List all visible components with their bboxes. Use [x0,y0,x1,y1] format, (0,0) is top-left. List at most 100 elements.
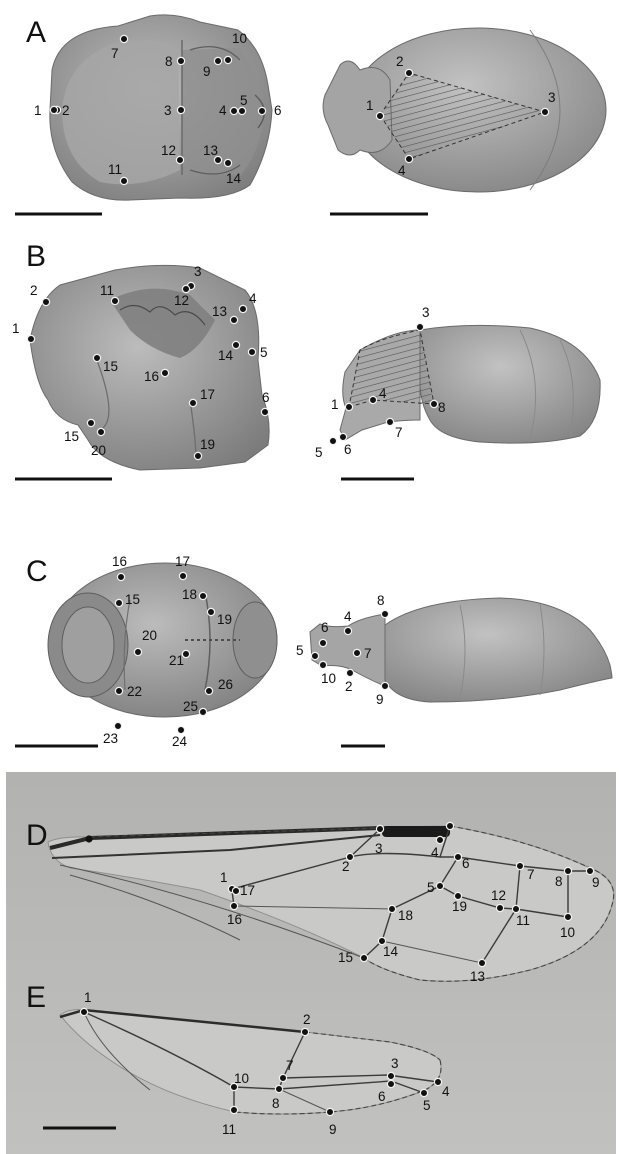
landmark-a-thorax-8 [177,57,184,64]
landmark-b-thorax-5 [248,348,255,355]
landmark-e-9 [326,1108,333,1115]
landmark-label: 19 [452,899,467,914]
panel-e-letter: E [26,981,46,1014]
landmark-label: 14 [226,171,242,186]
landmark-b-thorax-16 [93,354,100,361]
panel-d-letter: D [26,819,48,852]
landmark-label: 15 [103,359,118,374]
landmark-label: 3 [548,90,556,105]
landmark-label: 1 [12,321,20,336]
landmark-label: 4 [344,609,352,624]
landmark-label: 1 [220,870,228,885]
landmark-c-gaster-5 [311,652,318,659]
landmark-label: 6 [321,620,329,635]
landmark-d-15 [360,954,367,961]
landmark-b-gaster-4 [369,396,376,403]
landmark-d-12 [496,904,503,911]
landmark-label: 19 [200,437,215,452]
landmark-label: 1 [331,397,339,412]
landmark-c-thorax-20 [134,648,141,655]
landmark-label: 15 [338,950,353,965]
landmark-label: 1 [84,990,92,1005]
landmark-label: 22 [127,684,142,699]
landmark-label: 5 [260,345,268,360]
landmark-b-thorax-1 [27,335,34,342]
landmark-d-16 [230,902,237,909]
forewing-anchor-dot [85,835,92,842]
landmark-label: 6 [462,856,470,871]
landmark-d-7 [516,862,523,869]
landmark-a-thorax-11 [120,177,127,184]
landmark-label: 4 [442,1084,450,1099]
landmark-e-7 [279,1074,286,1081]
landmark-label: 10 [560,925,575,940]
landmark-label: 18 [398,908,413,923]
landmark-a-thorax-10 [224,56,231,63]
landmark-label: 1 [366,98,374,113]
landmark-a-thorax-2 [50,106,57,113]
landmark-b-thorax-13 [230,316,237,323]
landmark-a-thorax-5 [238,107,245,114]
landmark-a-thorax-14 [224,159,231,166]
landmark-label: 5 [315,445,323,460]
landmark-d-11 [512,905,519,912]
landmark-c-gaster-10 [319,661,326,668]
landmark-label: 12 [161,143,176,158]
landmark-a-thorax-9 [214,57,221,64]
landmark-label: 2 [30,283,38,298]
landmark-label: 16 [144,369,159,384]
landmark-b-gaster-1 [345,403,352,410]
landmark-e-8 [275,1085,282,1092]
landmark-label: 3 [422,305,430,320]
landmark-label: 17 [175,554,190,569]
landmark-a-thorax-12 [176,156,183,163]
landmark-label: 21 [169,653,184,668]
landmark-label: 4 [431,845,439,860]
landmark-b-thorax-18 [189,399,196,406]
landmark-label: 8 [438,400,446,415]
landmark-label: 8 [272,1096,280,1111]
landmark-label: 2 [345,679,353,694]
landmark-label: 4 [379,386,387,401]
landmark-b-thorax-19 [194,452,201,459]
landmark-d-17 [232,887,239,894]
landmark-b-gaster-6 [339,433,346,440]
wing-photograph: D 3 4 2 6 7 8 9 1 17 5 19 12 [6,772,616,1154]
panel-c-letter: C [26,555,48,588]
landmark-label: 4 [249,291,257,306]
landmark-label: 9 [203,64,211,79]
landmark-label: 8 [165,54,173,69]
landmark-b-thorax-2 [42,298,49,305]
landmark-label: 14 [383,944,399,959]
landmark-a-thorax-3 [177,106,184,113]
landmark-c-thorax-23 [114,722,121,729]
panel-a-letter: A [26,16,46,49]
landmark-c-gaster-4 [344,627,351,634]
landmark-label: 11 [222,1122,236,1137]
landmark-b-thorax-14 [232,341,239,348]
landmark-label: 7 [364,646,372,661]
landmark-e-5 [420,1089,427,1096]
landmark-b-thorax-20 [97,428,104,435]
panel-c: C 16 17 18 15 19 20 21 22 [15,554,612,749]
landmark-label: 7 [286,1058,294,1073]
landmark-c-gaster-9 [381,682,388,689]
landmark-label: 4 [219,103,227,118]
landmark-a-petiole-1 [376,112,383,119]
landmark-b-thorax-6 [261,408,268,415]
landmark-label: 4 [398,163,406,178]
pterostigma [382,826,450,837]
panel-b: B 3 12 2 11 4 13 1 14 5 15 [12,240,600,479]
landmark-label: 8 [377,593,385,608]
landmark-label: 5 [423,1098,431,1113]
landmark-a-thorax-4 [230,107,237,114]
landmark-label: 8 [555,874,563,889]
landmark-d-5 [436,882,443,889]
landmark-label: 9 [329,1122,337,1137]
landmark-a-petiole-3 [541,108,548,115]
landmark-label: 16 [112,554,127,569]
landmark-label: 3 [164,103,172,118]
landmark-label: 10 [232,31,247,46]
landmark-label: 5 [427,880,435,895]
